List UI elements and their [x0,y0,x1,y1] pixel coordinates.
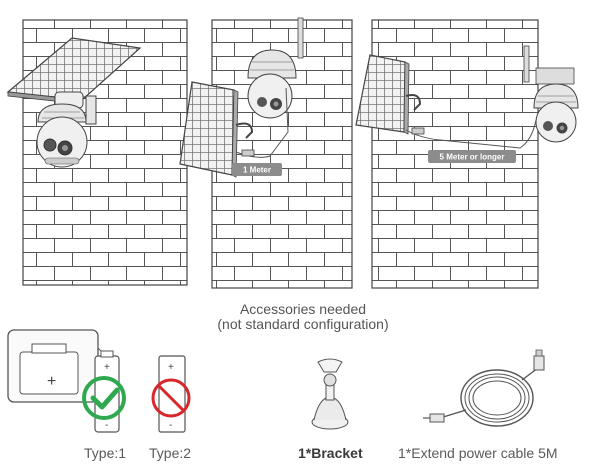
battery-type-1: + - [82,350,126,433]
camera [36,91,88,168]
battery-1-plus: + [104,362,110,373]
camera [247,17,304,119]
accessories-heading: Accessories needed (not standard configu… [0,302,606,332]
bracket-illustration [311,358,349,430]
accessories-heading-line1: Accessories needed [239,301,367,317]
cable-length-badge: 1 Meter [232,163,282,176]
cable-label: 1*Extend power cable 5M [398,445,558,461]
power-cable [235,87,289,158]
wall-install-3: 5 Meter or longer [355,19,579,289]
accessories-heading-line2: (not standard configuration) [217,316,389,332]
wall-install-2: 1 Meter [179,17,353,289]
battery-plus-sign: + [47,373,56,390]
cable-length-label: 5 Meter or longer [440,153,505,162]
bracket-label: 1*Bracket [298,445,363,461]
battery-2-plus: + [168,362,174,373]
solar-panel [355,54,410,135]
camera [523,45,579,143]
type1-label: Type:1 [84,445,127,461]
battery-1-minus: - [105,420,108,431]
battery-2-minus: - [169,420,172,431]
cable-length-badge: 5 Meter or longer [428,150,516,163]
cable-length-label: 1 Meter [243,166,271,175]
extension-cable-illustration [423,349,545,427]
prohibited-icon [151,378,191,418]
type2-label: Type:2 [149,445,192,461]
battery-type-2: + - [151,355,191,433]
check-icon [82,376,126,420]
wall-install-1 [6,19,188,286]
battery-compartment: + [7,329,105,403]
solar-panel [179,81,239,178]
